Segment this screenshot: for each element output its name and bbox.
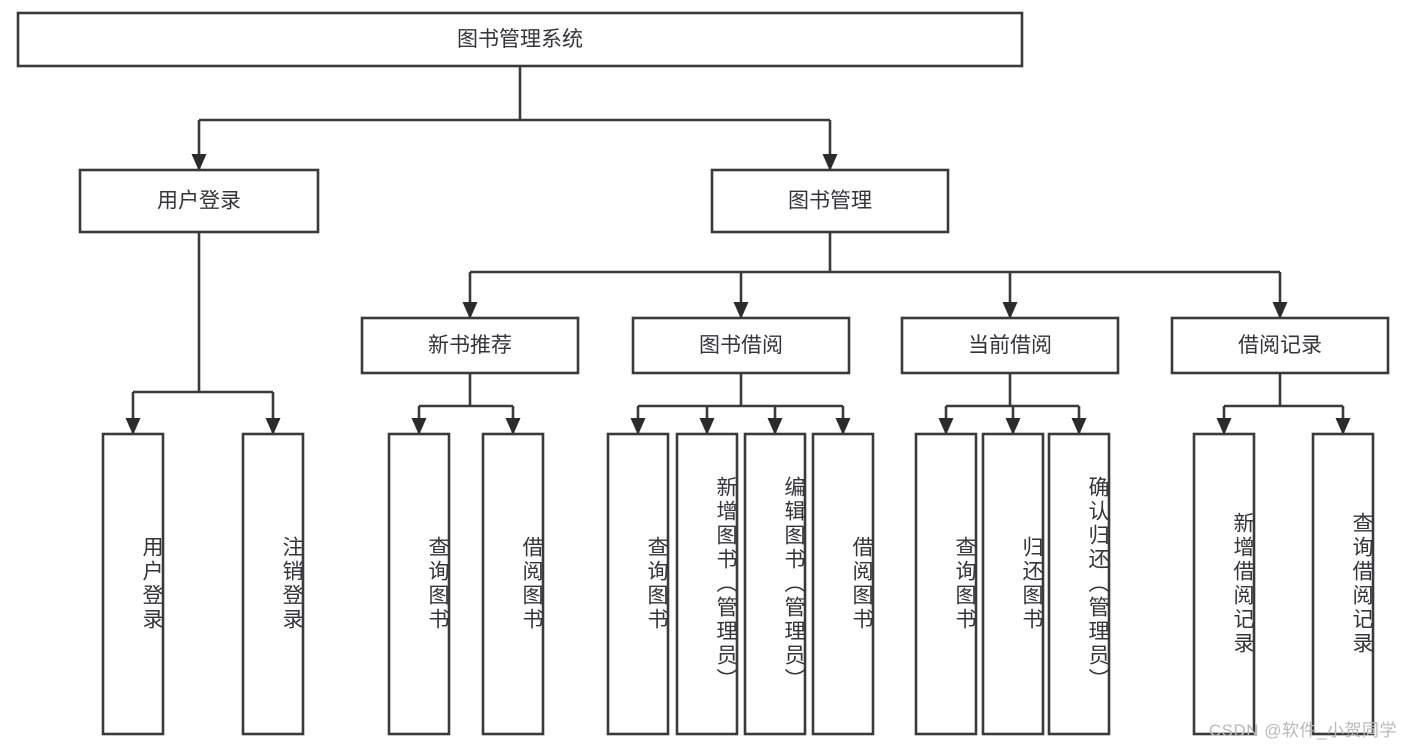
edge-group-user-login bbox=[125, 232, 281, 435]
arrow-head-icon bbox=[630, 418, 646, 435]
node-leaf-query-book-borrow[interactable] bbox=[606, 432, 670, 736]
arrow-head-icon bbox=[767, 418, 783, 435]
node-borrow-record[interactable] bbox=[1170, 316, 1390, 375]
node-leaf-query-book-current[interactable] bbox=[914, 432, 978, 736]
node-label-borrow-record: 借阅记录 bbox=[1238, 334, 1322, 357]
node-label-user-login: 用户登录 bbox=[157, 190, 241, 213]
arrow-head-icon bbox=[699, 418, 715, 435]
node-label-current-borrow: 当前借阅 bbox=[968, 334, 1052, 357]
node-leaf-query-borrow-record[interactable] bbox=[1311, 432, 1375, 736]
node-leaf-confirm-return-admin[interactable] bbox=[1047, 432, 1111, 736]
node-leaf-edit-book-admin[interactable] bbox=[743, 432, 807, 736]
arrow-head-icon bbox=[733, 302, 749, 319]
connectors-layer bbox=[125, 66, 1351, 435]
node-book-borrow[interactable] bbox=[631, 316, 851, 375]
node-user-login[interactable] bbox=[78, 168, 320, 234]
arrow-head-icon bbox=[125, 418, 141, 435]
node-label-book-borrow: 图书借阅 bbox=[699, 334, 783, 357]
node-leaf-borrow-book-new[interactable] bbox=[481, 432, 545, 736]
arrow-head-icon bbox=[835, 418, 851, 435]
node-new-book-recommend[interactable] bbox=[360, 316, 580, 375]
node-leaf-add-book-admin[interactable] bbox=[675, 432, 739, 736]
edge-group-root bbox=[191, 66, 838, 171]
node-leaf-user-login[interactable] bbox=[101, 432, 165, 736]
node-current-borrow[interactable] bbox=[900, 316, 1120, 375]
arrow-head-icon bbox=[1216, 418, 1232, 435]
arrow-head-icon bbox=[411, 418, 427, 435]
node-leaf-query-book-new[interactable] bbox=[387, 432, 451, 736]
node-leaf-return-book[interactable] bbox=[981, 432, 1045, 736]
edge-group-book-manage bbox=[462, 232, 1288, 319]
arrow-head-icon bbox=[1002, 302, 1018, 319]
csdn-watermark: CSDN @软件_小贺同学 bbox=[1208, 721, 1397, 740]
edge-group-new-book-recommend bbox=[411, 373, 521, 435]
node-leaf-user-logout[interactable] bbox=[241, 432, 305, 736]
node-leaf-add-borrow-record[interactable] bbox=[1192, 432, 1256, 736]
arrow-head-icon bbox=[822, 154, 838, 171]
node-leaf-borrow-book-borrow[interactable] bbox=[811, 432, 875, 736]
arrow-head-icon bbox=[1272, 302, 1288, 319]
edge-group-current-borrow bbox=[938, 373, 1087, 435]
arrow-head-icon bbox=[265, 418, 281, 435]
arrow-head-icon bbox=[191, 154, 207, 171]
node-label-book-manage: 图书管理 bbox=[788, 190, 872, 213]
arrow-head-icon bbox=[1005, 418, 1021, 435]
arrow-head-icon bbox=[462, 302, 478, 319]
arrow-head-icon bbox=[1071, 418, 1087, 435]
node-label-new-book-recommend: 新书推荐 bbox=[428, 334, 512, 357]
node-label-root: 图书管理系统 bbox=[457, 28, 583, 51]
node-root[interactable] bbox=[16, 11, 1024, 68]
arrow-head-icon bbox=[505, 418, 521, 435]
arrow-head-icon bbox=[1335, 418, 1351, 435]
arrow-head-icon bbox=[938, 418, 954, 435]
edge-group-borrow-record bbox=[1216, 373, 1351, 435]
boxes-layer bbox=[16, 11, 1390, 736]
edge-group-book-borrow bbox=[630, 373, 851, 435]
node-book-manage[interactable] bbox=[710, 168, 950, 234]
